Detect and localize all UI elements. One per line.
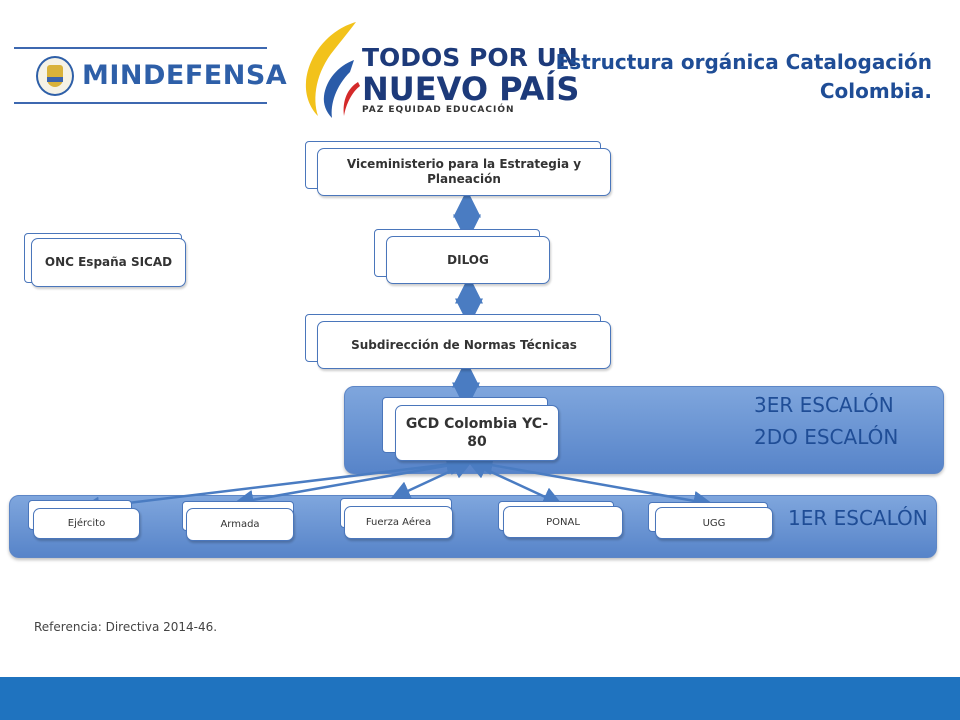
ugg-box: UGG [655, 507, 773, 539]
first-level-label: 1ER ESCALÓN [788, 506, 928, 530]
subdireccion-label: Subdirección de Normas Técnicas [351, 337, 577, 352]
second-level-label: 2DO ESCALÓN [754, 425, 899, 449]
campaign-tagline: PAZ EQUIDAD EDUCACIÓN [362, 105, 515, 115]
campaign-line1: TODOS POR UN [362, 43, 578, 72]
fuerza-aerea-label: Fuerza Aérea [365, 517, 432, 528]
ejercito-label: Ejército [67, 518, 106, 529]
fuerza-aerea-box: Fuerza Aérea [344, 506, 453, 539]
subdireccion-box: Subdirección de Normas Técnicas [317, 321, 611, 369]
title-line1: Estructura orgánica Catalogación [555, 50, 932, 74]
coat-of-arms-icon [36, 56, 74, 96]
viceministerio-box: Viceministerio para la Estrategia y Plan… [317, 148, 611, 196]
mindefensa-logo-text: MINDEFENSA [82, 60, 288, 91]
onc-box: ONC España SICAD [31, 238, 186, 287]
third-level-label: 3ER ESCALÓN [754, 393, 894, 417]
armada-label: Armada [220, 519, 260, 530]
dilog-label: DILOG [447, 252, 489, 267]
ponal-box: PONAL [503, 506, 623, 538]
viceministerio-label: Viceministerio para la Estrategia y Plan… [346, 157, 582, 186]
onc-label: ONC España SICAD [44, 255, 173, 269]
gcd-label: GCD Colombia YC-80 [405, 416, 549, 450]
ejercito-box: Ejército [33, 508, 140, 539]
dilog-box: DILOG [386, 236, 550, 284]
gcd-box: GCD Colombia YC-80 [395, 405, 559, 461]
nuevo-pais-swoosh-icon [305, 22, 360, 118]
logo-top-rule [14, 47, 267, 49]
page-title: Estructura orgánica Catalogación Colombi… [556, 48, 932, 106]
logo-bottom-rule [14, 102, 267, 104]
reference-note: Referencia: Directiva 2014-46. [34, 620, 218, 634]
footer-bar [0, 677, 960, 720]
campaign-line2: NUEVO PAÍS [362, 70, 580, 108]
arrow-gcd-fuerza-aerea [390, 460, 473, 500]
title-line2: Colombia. [819, 79, 932, 103]
arrow-gcd-ugg [472, 455, 714, 511]
armada-box: Armada [186, 508, 294, 541]
ponal-label: PONAL [546, 516, 580, 528]
ugg-label: UGG [702, 517, 726, 529]
